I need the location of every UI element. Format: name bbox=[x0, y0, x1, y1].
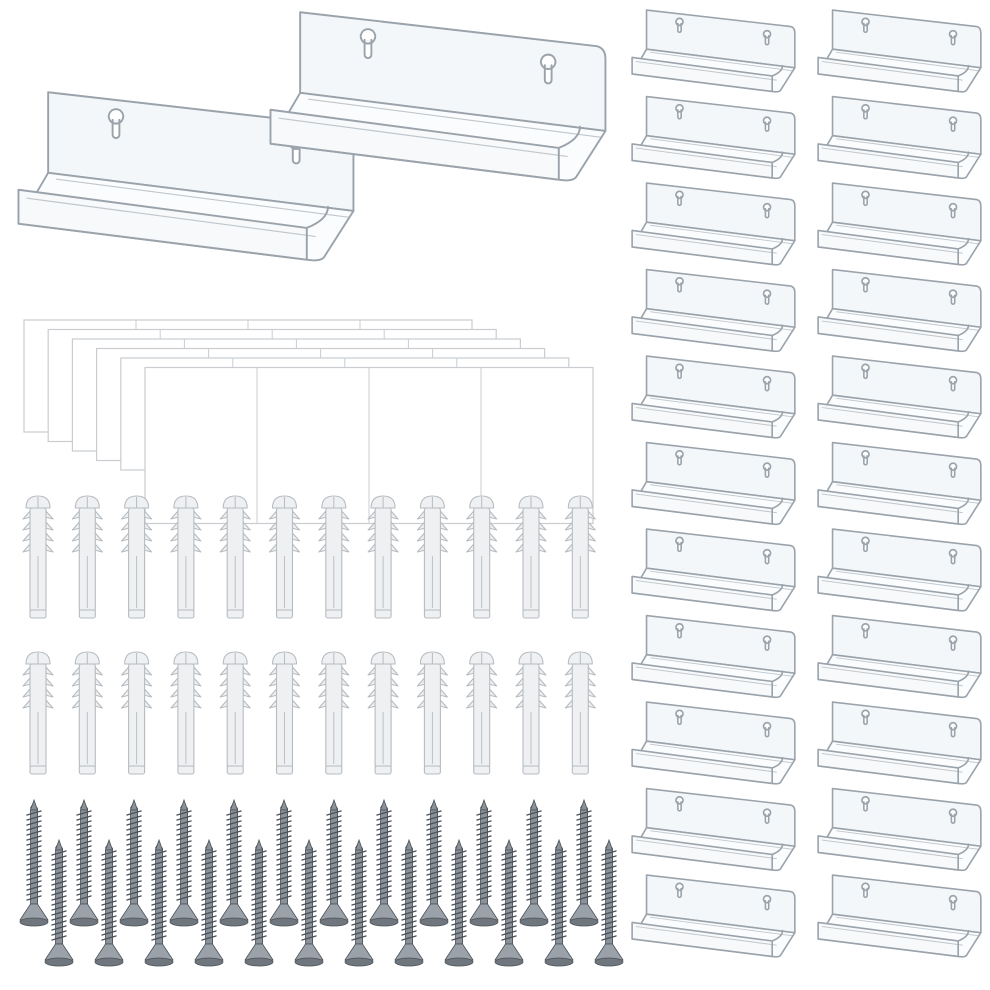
screw bbox=[244, 838, 274, 967]
wall-anchor bbox=[515, 495, 547, 619]
wall-anchor bbox=[22, 651, 54, 775]
wall-anchor bbox=[121, 495, 153, 619]
wall-anchor bbox=[367, 495, 399, 619]
screw bbox=[444, 838, 474, 967]
large-shelf bbox=[269, 11, 607, 182]
small-shelf bbox=[817, 614, 982, 699]
screw bbox=[394, 838, 424, 967]
wall-anchor bbox=[466, 495, 498, 619]
screw bbox=[419, 798, 449, 927]
small-shelf bbox=[817, 701, 982, 785]
small-shelf bbox=[817, 182, 982, 266]
screw bbox=[119, 798, 149, 927]
small-shelf bbox=[817, 441, 982, 526]
small-shelf bbox=[817, 355, 982, 439]
wall-anchor bbox=[367, 651, 399, 775]
wall-anchor bbox=[121, 651, 153, 775]
small-shelf bbox=[631, 701, 796, 785]
wall-anchor bbox=[268, 495, 301, 619]
small-shelf bbox=[817, 95, 982, 180]
small-shelf bbox=[817, 9, 982, 93]
screw bbox=[144, 838, 174, 967]
screw bbox=[269, 798, 299, 927]
small-shelf bbox=[631, 182, 796, 266]
wall-anchor bbox=[268, 651, 301, 775]
wall-anchor bbox=[219, 651, 251, 775]
wall-anchor bbox=[22, 495, 54, 619]
wall-anchor bbox=[466, 651, 498, 775]
wall-anchor bbox=[170, 495, 202, 619]
screw bbox=[469, 798, 499, 927]
screw bbox=[319, 798, 349, 927]
small-shelf bbox=[631, 787, 796, 872]
wall-anchor bbox=[170, 651, 202, 775]
screw bbox=[169, 798, 199, 927]
screw bbox=[19, 798, 49, 927]
screw bbox=[544, 838, 574, 967]
screw bbox=[219, 798, 249, 927]
small-shelf bbox=[631, 268, 796, 353]
small-shelf bbox=[631, 614, 796, 699]
wall-anchor bbox=[416, 651, 448, 775]
screw bbox=[294, 838, 324, 967]
screw bbox=[594, 838, 624, 967]
screws-group bbox=[19, 798, 624, 967]
small-shelf bbox=[817, 528, 982, 612]
small-shelf bbox=[631, 355, 796, 439]
wall-anchor bbox=[71, 495, 103, 619]
screw bbox=[69, 798, 99, 927]
adhesive-pad-sheet bbox=[144, 366, 594, 525]
wall-anchor bbox=[71, 651, 103, 775]
wall-anchors-group bbox=[22, 495, 596, 775]
wall-anchor bbox=[515, 651, 547, 775]
large-shelves-group bbox=[17, 11, 607, 262]
small-shelves-group bbox=[631, 9, 982, 958]
wall-anchor bbox=[416, 495, 448, 619]
wall-anchor bbox=[318, 495, 350, 619]
wall-anchor bbox=[564, 651, 596, 775]
screw bbox=[369, 798, 399, 927]
wall-anchor bbox=[318, 651, 350, 775]
adhesive-pads-group bbox=[23, 319, 594, 525]
screw bbox=[569, 798, 599, 927]
small-shelf bbox=[631, 441, 796, 526]
small-shelf bbox=[817, 787, 982, 872]
wall-anchor bbox=[219, 495, 251, 619]
wall-anchor bbox=[564, 495, 596, 619]
screw bbox=[344, 838, 374, 967]
screw bbox=[94, 838, 124, 967]
small-shelf bbox=[631, 874, 796, 958]
small-shelf bbox=[631, 9, 796, 93]
small-shelf bbox=[817, 874, 982, 958]
small-shelf bbox=[817, 268, 982, 353]
screw bbox=[194, 838, 224, 967]
small-shelf bbox=[631, 528, 796, 612]
screw bbox=[494, 838, 524, 967]
screw bbox=[44, 838, 74, 967]
small-shelf bbox=[631, 95, 796, 180]
screw bbox=[519, 798, 549, 927]
